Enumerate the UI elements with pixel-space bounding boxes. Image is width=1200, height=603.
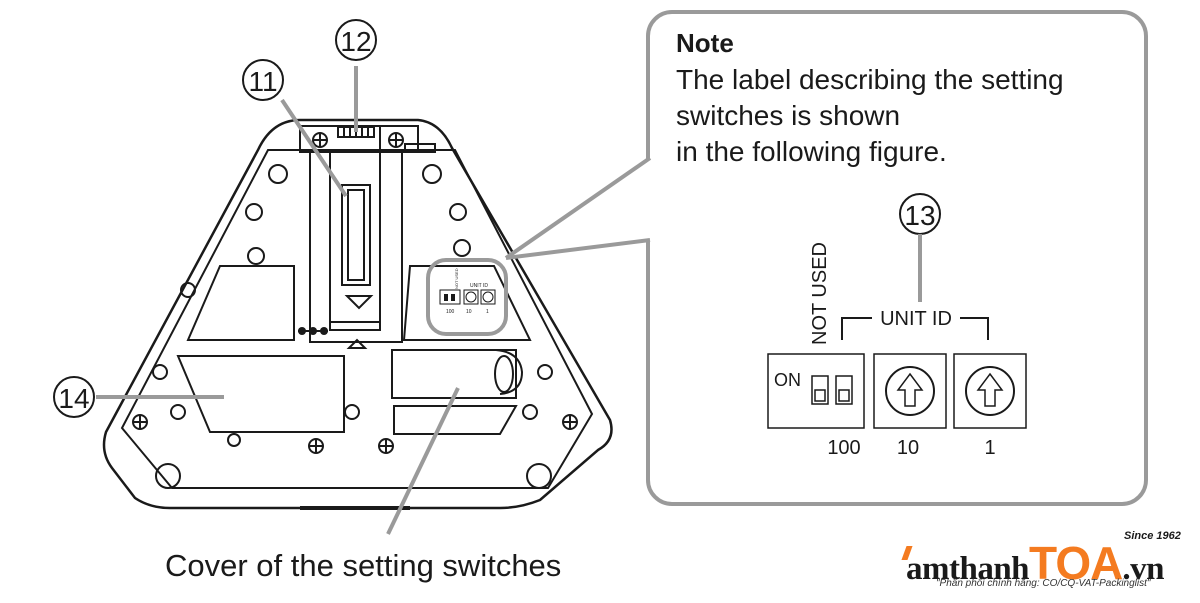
rotary-switch-10 <box>873 353 947 429</box>
value-10-label: 10 <box>897 437 919 459</box>
callout-14-text: 14 <box>58 383 89 414</box>
small-switch-label: NOT USED UNIT ID 100 10 1 <box>439 268 496 315</box>
callout-11-text: 11 <box>248 66 277 97</box>
brand-since: Since 1962 <box>1124 530 1181 542</box>
callout-13: 13 <box>899 193 941 302</box>
small-not-used-label: NOT USED <box>454 268 459 289</box>
device-body <box>102 118 613 510</box>
small-label-10: 10 <box>466 309 472 315</box>
brand-name: TOA <box>1029 537 1123 589</box>
callout-12: 12 <box>335 19 377 61</box>
leader-lines <box>96 66 460 535</box>
callout-12-text: 12 <box>340 26 371 57</box>
dip-switch: ON <box>767 353 865 429</box>
note-line-2: switches is shown <box>676 100 901 131</box>
note-line-3: in the following figure. <box>676 136 947 167</box>
brand-prefix: amthanh <box>906 551 1030 587</box>
brand-suffix: .vn <box>1122 551 1164 587</box>
value-1-label: 1 <box>984 437 995 459</box>
brand-tagline: "Phân phối chính hãng: CO/CQ-VAT-Packing… <box>936 578 1151 589</box>
brand-wordmark: amthanhTOA.vn <box>906 536 1164 590</box>
small-label-1: 1 <box>486 309 489 315</box>
screws <box>132 132 578 454</box>
not-used-label: NOT USED <box>809 242 831 345</box>
on-label: ON <box>774 370 801 390</box>
callout-11: 11 <box>242 59 284 101</box>
mounting-holes <box>152 164 553 489</box>
switch-highlight <box>426 258 508 336</box>
callout-13-text: 13 <box>904 200 935 231</box>
indicator-dots <box>298 327 328 335</box>
caption-cover-setting-switches: Cover of the setting switches <box>165 548 562 583</box>
brand-logo: amthanhTOA.vn Since 1962 "Phân phối chín… <box>901 530 1196 602</box>
note-line-1: The label describing the setting <box>676 64 1064 95</box>
small-label-100: 100 <box>446 309 455 315</box>
value-100-label: 100 <box>827 437 860 459</box>
rotary-switch-1 <box>953 353 1027 429</box>
unit-id-label: UNIT ID <box>880 308 952 330</box>
note-title: Note <box>676 28 734 58</box>
callout-14: 14 <box>53 376 95 418</box>
unit-id-bracket <box>841 317 989 340</box>
small-unit-id-label: UNIT ID <box>470 283 488 289</box>
